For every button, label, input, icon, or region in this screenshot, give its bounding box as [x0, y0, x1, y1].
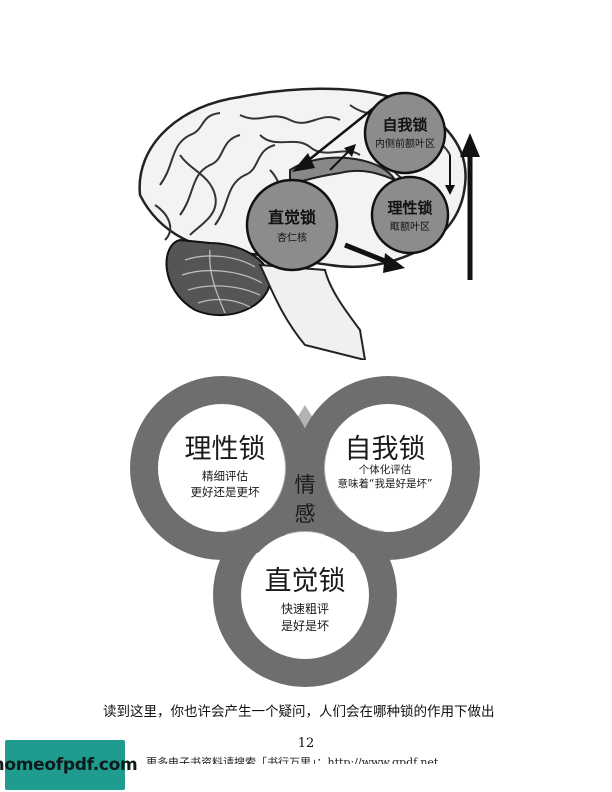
reason-lock-circle [370, 175, 450, 255]
venn-self-line1: 个体化评估 [359, 463, 412, 476]
self-lock-subtitle: 内侧前额叶区 [375, 137, 435, 150]
reason-lock-disc [159, 405, 285, 531]
venn-reason-line2: 更好还是更坏 [191, 485, 260, 499]
venn-emotion-char1: 情 [295, 473, 316, 497]
intuition-lock-circle [245, 178, 339, 272]
venn-emotion-char2: 感 [295, 502, 316, 526]
signal-arrows [292, 106, 480, 280]
intuition-lock-subtitle: 杏仁核 [277, 231, 307, 244]
self-lock-circle [363, 91, 447, 175]
footer-banner-text: 更多电子书资料请搜索「书行万里」：http://www.gpdf.net [146, 756, 439, 764]
intuition-lock-ring [213, 503, 397, 687]
self-lock-title: 自我锁 [382, 116, 427, 134]
brainstem [258, 263, 367, 360]
venn-intuition-title: 直觉锁 [265, 566, 346, 597]
venn-reason-title: 理性锁 [185, 434, 266, 465]
self-lock-disc [325, 405, 451, 531]
logo-text: homeofpdf.com [0, 755, 138, 775]
venn-self-line2: 意味着“我是好是坏” [338, 477, 433, 490]
self-lock-ring [296, 376, 480, 560]
cerebellum-folds [181, 249, 263, 314]
venn-reason-line1: 精细评估 [202, 469, 248, 483]
homeofpdf-logo[interactable]: homeofpdf.com [0, 740, 138, 790]
brain-cerebellum [165, 238, 272, 317]
lock-venn-diagram: 理性锁 精细评估 更好还是更坏 自我锁 个体化评估 意味着“我是好是坏” 直觉锁… [130, 376, 480, 687]
venn-self-title: 自我锁 [345, 434, 426, 465]
corpus-callosum [289, 156, 398, 187]
intuition-lock-title: 直觉锁 [268, 208, 316, 227]
reason-lock-subtitle: 眶额叶区 [390, 220, 430, 233]
intuition-lock-disc [242, 532, 368, 658]
page-number: 12 [297, 736, 315, 751]
brain-diagram: 自我锁 内侧前额叶区 直觉锁 杏仁核 理性锁 眶额叶区 [138, 87, 480, 360]
venn-intuition-line2: 是好是坏 [281, 619, 329, 633]
venn-intuition-line1: 快速粗评 [281, 602, 329, 616]
body-paragraph: 读到这里，你也许会产生一个疑问，人们会在哪种锁的作用下做出 [103, 704, 495, 720]
reason-lock-title: 理性锁 [387, 199, 432, 217]
